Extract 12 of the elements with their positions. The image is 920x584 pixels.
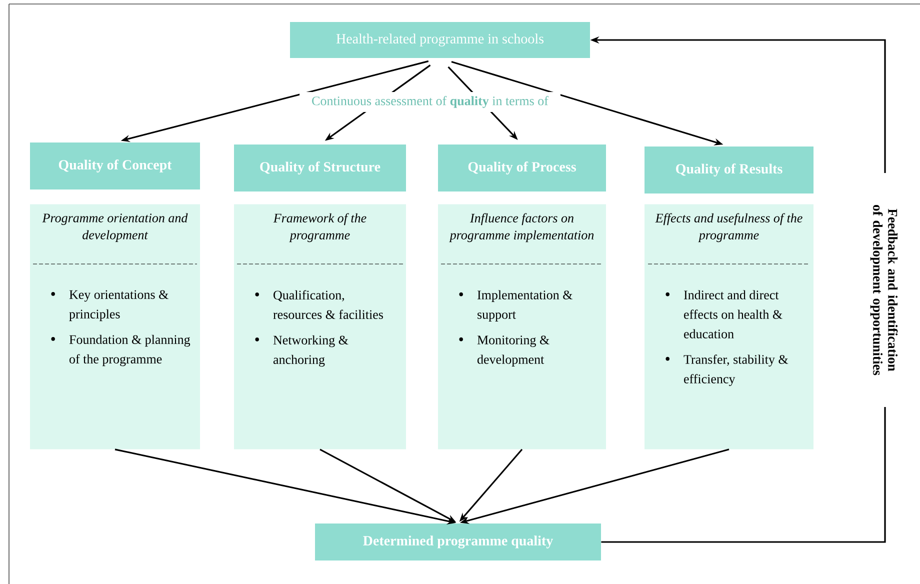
- column-box: Effects and usefulness of the programme Indirect and direct effects on health & education Transfer, stability & efficiency: [644, 204, 814, 450]
- column-box: Framework of the programme Qualification, resources & facilities Networking & anchoring: [234, 204, 406, 450]
- column-box: Programme orientation and development Key orientations & principles Foundation & planning of the programme: [30, 204, 200, 450]
- process-box: Health-related programme in schools: [290, 22, 590, 58]
- heading-box: Quality of Concept: [30, 142, 200, 190]
- heading-box: Quality of Results: [644, 146, 814, 194]
- assessment-label: Continuous assessment of quality in terms of: [300, 92, 560, 112]
- heading-box: Quality of Process: [438, 144, 606, 192]
- heading-box: Quality of Structure: [234, 144, 406, 192]
- process-box: Determined programme quality: [315, 524, 601, 560]
- edge-label: Feedback and identification of development opportunities: [867, 173, 901, 407]
- column-box: Influence factors on programme implementation Implementation & support Monitoring & development: [438, 204, 606, 450]
